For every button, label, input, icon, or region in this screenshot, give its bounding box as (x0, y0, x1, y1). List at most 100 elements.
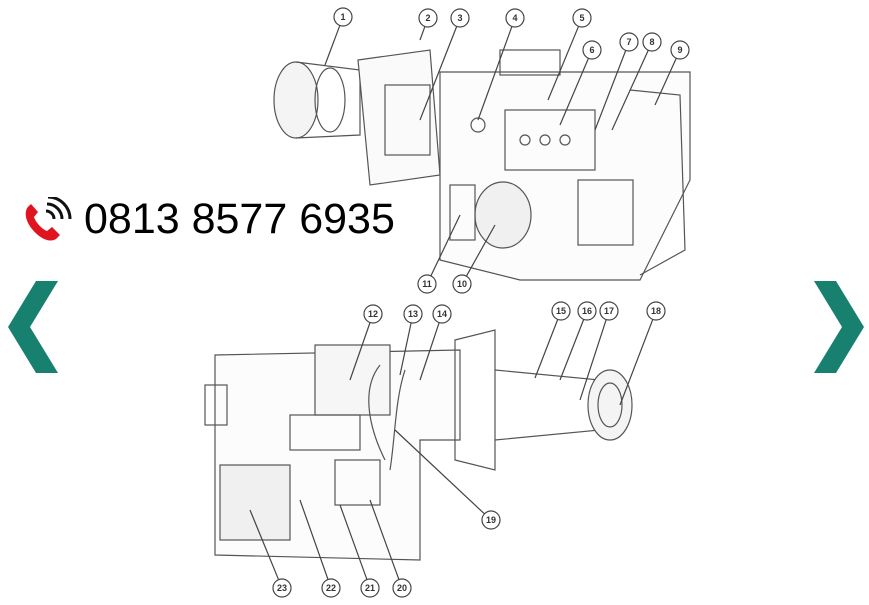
callout-label: 12 (368, 309, 378, 319)
leader-line (299, 499, 329, 580)
callout-21: 21 (339, 504, 380, 598)
chevron-left-icon (8, 281, 58, 373)
callout-15: 15 (534, 301, 571, 379)
callout-13: 13 (399, 304, 423, 376)
leader-line (399, 322, 412, 376)
callout-2: 2 (418, 8, 438, 41)
callout-7: 7 (594, 32, 639, 131)
callout-circle (670, 40, 690, 60)
next-button[interactable] (810, 280, 866, 374)
leader-line (534, 319, 559, 379)
callout-19: 19 (394, 429, 501, 530)
leader-line (559, 319, 585, 381)
callout-circle (505, 8, 525, 28)
callout-label: 8 (649, 37, 654, 47)
callout-3: 3 (419, 8, 470, 121)
callout-circle (582, 40, 602, 60)
leader-line (477, 26, 513, 121)
leader-line (559, 58, 590, 126)
callout-label: 17 (604, 306, 614, 316)
leader-line (324, 25, 341, 66)
callout-9: 9 (654, 40, 690, 106)
callout-5: 5 (547, 8, 592, 101)
callout-11: 11 (417, 214, 461, 294)
callout-circle (481, 510, 501, 530)
leader-line (419, 26, 426, 41)
callout-circle (363, 304, 383, 324)
callout-circle (321, 578, 341, 598)
leader-line (249, 509, 280, 580)
callout-circle (403, 304, 423, 324)
leader-line (654, 57, 677, 106)
phone-ringing-icon (25, 196, 72, 241)
leader-line (394, 429, 485, 515)
callout-14: 14 (419, 304, 452, 381)
callout-circle (417, 274, 437, 294)
callout-circle (333, 7, 353, 27)
callout-circle (392, 578, 412, 598)
burner-bottom-view (204, 329, 633, 561)
callout-label: 3 (457, 13, 462, 23)
callout-label: 10 (457, 279, 467, 289)
callout-label: 14 (437, 309, 447, 319)
callout-label: 7 (626, 37, 631, 47)
leader-line (611, 49, 649, 131)
callout-circle (418, 8, 438, 28)
leader-line (369, 499, 400, 580)
leader-line (579, 319, 607, 401)
callout-circle (360, 578, 380, 598)
leader-line (619, 319, 654, 406)
callout-circle (642, 32, 662, 52)
callout-circle (452, 274, 472, 294)
callout-4: 4 (477, 8, 525, 121)
callout-label: 13 (408, 309, 418, 319)
chevron-right-icon (814, 281, 864, 373)
callout-label: 11 (422, 279, 432, 289)
callout-20: 20 (369, 499, 412, 598)
callout-label: 21 (365, 583, 375, 593)
callout-circle (577, 301, 597, 321)
callout-8: 8 (611, 32, 662, 131)
callout-18: 18 (619, 301, 666, 406)
callout-label: 16 (582, 306, 592, 316)
phone-number: 0813 8577 6935 (84, 195, 395, 243)
callout-6: 6 (559, 40, 602, 126)
callout-label: 22 (326, 583, 336, 593)
callout-circle (619, 32, 639, 52)
callout-1: 1 (324, 7, 353, 66)
previous-button[interactable] (6, 280, 62, 374)
callout-label: 19 (486, 515, 496, 525)
callout-10: 10 (452, 224, 496, 294)
callout-label: 6 (589, 45, 594, 55)
callout-circle (432, 304, 452, 324)
leader-line (547, 26, 580, 101)
leader-line (419, 26, 458, 121)
callout-label: 20 (397, 583, 407, 593)
callout-circle (646, 301, 666, 321)
callout-23: 23 (249, 509, 292, 598)
leader-line (594, 50, 627, 131)
callout-circle (599, 301, 619, 321)
callout-22: 22 (299, 499, 341, 598)
callout-label: 4 (512, 13, 517, 23)
callout-label: 23 (277, 583, 287, 593)
callout-circle (572, 8, 592, 28)
callout-circle (272, 578, 292, 598)
leader-line (339, 504, 368, 580)
callout-12: 12 (349, 304, 383, 381)
callout-circle (450, 8, 470, 28)
callout-16: 16 (559, 301, 597, 381)
callout-label: 1 (340, 12, 345, 22)
callout-label: 18 (651, 306, 661, 316)
leader-line (349, 322, 371, 381)
leader-line (419, 322, 440, 381)
leader-line (430, 214, 461, 277)
callout-label: 9 (677, 45, 682, 55)
callout-label: 5 (579, 13, 584, 23)
callout-label: 2 (425, 13, 430, 23)
contact-phone[interactable]: 0813 8577 6935 (22, 195, 395, 244)
callout-label: 15 (556, 306, 566, 316)
burner-top-view (273, 49, 691, 281)
